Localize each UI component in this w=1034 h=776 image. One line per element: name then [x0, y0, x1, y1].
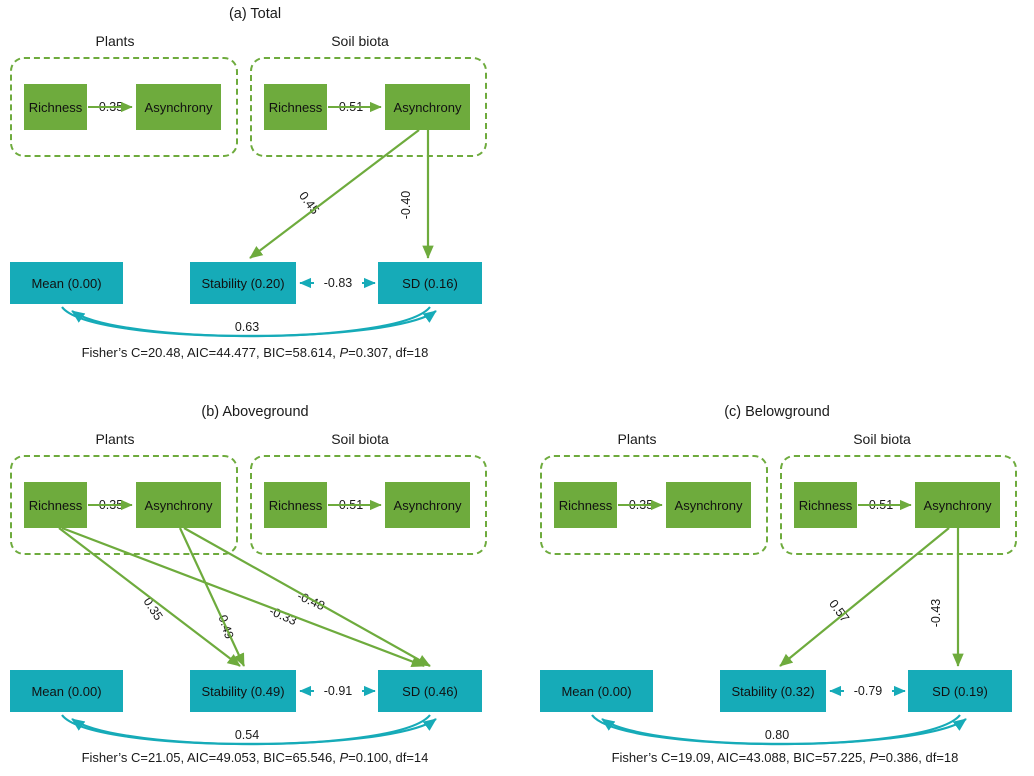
node-plant-asynchrony[interactable]: Asynchrony — [666, 482, 751, 528]
footer-p-italic: P — [339, 750, 349, 765]
node-plant-asynchrony[interactable]: Asynchrony — [136, 482, 221, 528]
panel-belowground: (c) Belowground Plants Soil biota Richne… — [522, 398, 1034, 776]
edge-label-soil-asynchrony-stability: 0.45 — [296, 189, 322, 217]
edge-label-soil-asynchrony-sd: -0.40 — [399, 190, 413, 220]
group-label-plants: Plants — [617, 431, 657, 447]
footer-prefix: Fisher’s C=21.05, AIC=49.053, BIC=65.546… — [81, 750, 340, 765]
footer-stats: Fisher’s C=20.48, AIC=44.477, BIC=58.614… — [30, 345, 480, 360]
node-mean[interactable]: Mean (0.00) — [10, 670, 123, 712]
panel-title: (a) Total — [228, 6, 282, 22]
edge-label-stability-sd: -0.83 — [323, 276, 353, 290]
edge-label-plant-richness-sd: -0.33 — [267, 603, 299, 629]
node-plant-richness[interactable]: Richness — [24, 482, 87, 528]
node-plant-asynchrony[interactable]: Asynchrony — [136, 84, 221, 130]
panel-title: (c) Belowground — [724, 404, 830, 420]
node-stability[interactable]: Stability (0.49) — [190, 670, 296, 712]
footer-suffix: =0.386, df=18 — [878, 750, 959, 765]
edge-label-stability-sd: -0.91 — [323, 684, 353, 698]
edge-label-plant-richness-stability: 0.35 — [140, 594, 166, 624]
node-sd[interactable]: SD (0.46) — [378, 670, 482, 712]
edge-label-plant-richness-asynchrony: 0.35 — [98, 498, 124, 512]
footer-p-italic: P — [339, 345, 349, 360]
node-soil-asynchrony[interactable]: Asynchrony — [385, 482, 470, 528]
group-box-plants — [10, 57, 238, 157]
node-soil-richness[interactable]: Richness — [264, 84, 327, 130]
node-mean[interactable]: Mean (0.00) — [540, 670, 653, 712]
footer-stats: Fisher’s C=19.09, AIC=43.088, BIC=57.225… — [550, 750, 1020, 765]
panel-aboveground: (b) Aboveground Plants Soil biota Richne… — [0, 398, 512, 776]
edge-label-plant-richness-asynchrony: 0.35 — [98, 100, 124, 114]
group-label-soil-biota: Soil biota — [331, 33, 389, 49]
footer-prefix: Fisher’s C=19.09, AIC=43.088, BIC=57.225… — [611, 750, 870, 765]
footer-suffix: =0.307, df=18 — [348, 345, 429, 360]
edge-label-mean-sd: 0.54 — [234, 728, 260, 742]
edge-label-plant-richness-asynchrony: 0.35 — [628, 498, 654, 512]
node-soil-asynchrony[interactable]: Asynchrony — [385, 84, 470, 130]
edge-label-plant-asynchrony-sd: -0.48 — [295, 588, 327, 614]
node-stability[interactable]: Stability (0.32) — [720, 670, 826, 712]
panel-title: (b) Aboveground — [201, 404, 309, 420]
edge-label-soil-asynchrony-sd: -0.43 — [929, 598, 943, 628]
edge-label-mean-sd: 0.63 — [234, 320, 260, 334]
node-soil-richness[interactable]: Richness — [264, 482, 327, 528]
group-label-plants: Plants — [95, 33, 135, 49]
node-sd[interactable]: SD (0.19) — [908, 670, 1012, 712]
panel-total: (a) Total Plants Soil biota Richness Asy… — [0, 0, 512, 378]
group-label-plants: Plants — [95, 431, 135, 447]
footer-p-italic: P — [869, 750, 879, 765]
footer-suffix: =0.100, df=14 — [348, 750, 429, 765]
edge-label-mean-sd: 0.80 — [764, 728, 790, 742]
edge-label-soil-asynchrony-stability: 0.57 — [826, 597, 852, 625]
node-plant-richness[interactable]: Richness — [24, 84, 87, 130]
node-stability[interactable]: Stability (0.20) — [190, 262, 296, 304]
group-box-plants — [540, 455, 768, 555]
node-sd[interactable]: SD (0.16) — [378, 262, 482, 304]
edge-label-soil-richness-asynchrony: 0.51 — [338, 498, 364, 512]
node-mean[interactable]: Mean (0.00) — [10, 262, 123, 304]
edge-label-soil-richness-asynchrony: 0.51 — [868, 498, 894, 512]
footer-prefix: Fisher’s C=20.48, AIC=44.477, BIC=58.614… — [81, 345, 340, 360]
node-plant-richness[interactable]: Richness — [554, 482, 617, 528]
node-soil-richness[interactable]: Richness — [794, 482, 857, 528]
footer-stats: Fisher’s C=21.05, AIC=49.053, BIC=65.546… — [20, 750, 490, 765]
group-label-soil-biota: Soil biota — [853, 431, 911, 447]
edge-label-stability-sd: -0.79 — [853, 684, 883, 698]
edge-label-soil-richness-asynchrony: 0.51 — [338, 100, 364, 114]
node-soil-asynchrony[interactable]: Asynchrony — [915, 482, 1000, 528]
group-label-soil-biota: Soil biota — [331, 431, 389, 447]
edge-label-plant-asynchrony-stability: 0.49 — [215, 613, 237, 641]
